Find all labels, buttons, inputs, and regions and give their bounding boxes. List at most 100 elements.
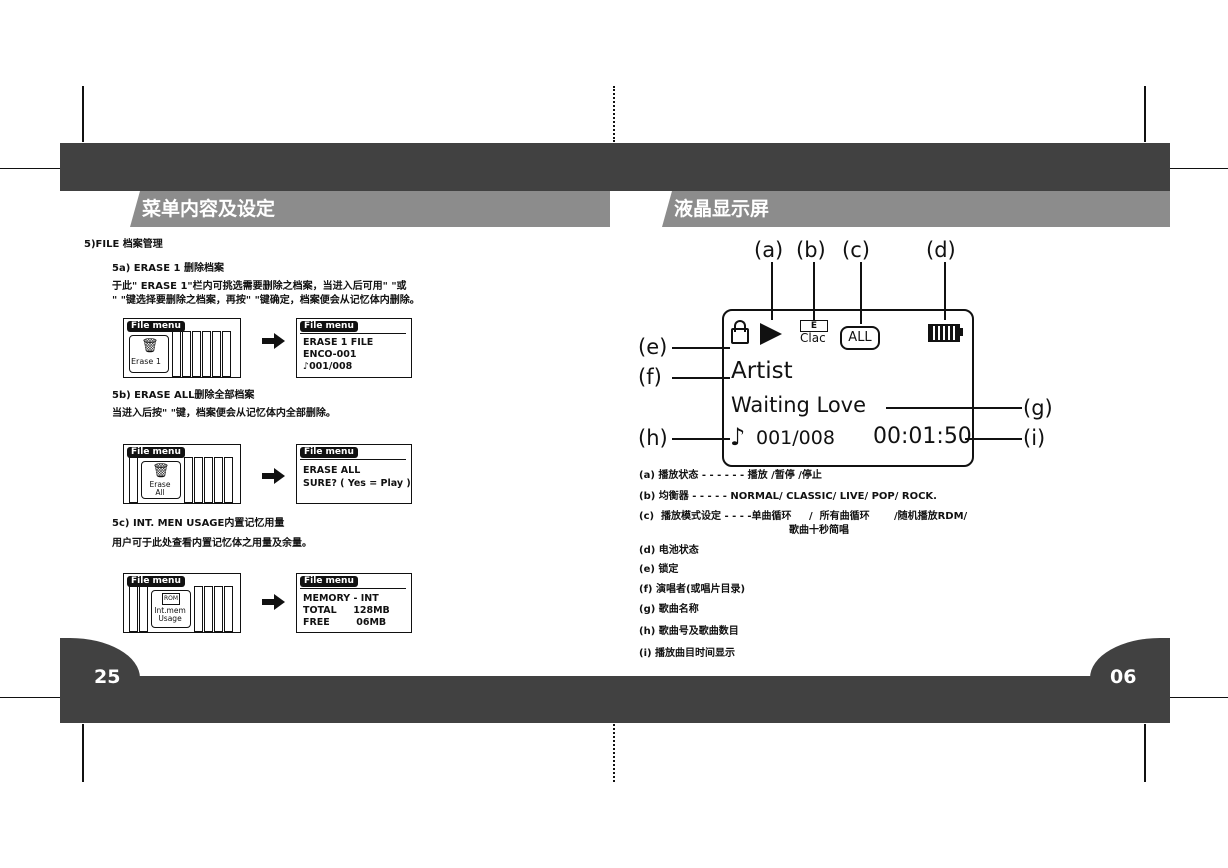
s5c-result-screen: File menu MEMORY - INT TOTAL 128MB FREE … [296,573,412,633]
main-lcd-display [722,309,974,467]
legend-h: (h) 歌曲号及歌曲数目 [639,626,739,637]
header-bullet [627,194,637,204]
selected-tile [129,335,169,373]
s5a-desc-line2: " "键选择要删除之档案，再按" "键确定，档案便会从记忆体内删除。 [112,295,420,306]
result-line: ♪001/008 [303,361,353,372]
menu-strip [139,586,148,632]
result-line: ENCO-001 [303,349,357,360]
s5a-desc-line1: 于此" ERASE 1"栏内可挑选需要删除之档案，当进入后可用" "或 [112,281,407,292]
leader-b [813,262,815,320]
leader-h [672,438,730,440]
lcd-divider [300,333,406,334]
legend-b: (b) 均衡器 - - - - - NORMAL/ CLASSIC/ LIVE/… [639,491,937,502]
crop-mark [0,168,60,169]
display-time: 00:01:50 [873,424,972,449]
section-title: 5)FILE 档案管理 [84,239,163,250]
left-header-title: 菜单内容及设定 [142,198,276,220]
leader-f [672,377,730,379]
leader-a [771,262,773,320]
legend-c2: 歌曲十秒简唱 [789,525,849,536]
header-bullet [96,194,106,204]
lcd-title: File menu [127,576,185,587]
crop-mark [82,724,84,782]
crop-mark [1170,697,1228,698]
result-line: SURE? ( Yes = Play ) [303,478,411,489]
arrow-head [274,468,285,484]
menu-strip [129,457,138,503]
leader-i [965,438,1022,440]
lcd-divider [300,588,406,589]
s5c-desc: 用户可于此处查看内置记忆体之用量及余量。 [112,538,312,549]
header-band-right [662,191,1170,227]
menu-strip [204,457,213,503]
result-line: MEMORY - INT [303,593,379,604]
music-note-icon: ♪ [730,423,746,451]
menu-strip [214,457,223,503]
lcd-divider [300,459,406,460]
footer-band [60,676,1170,723]
trash-all-icon: 🗑 [152,463,170,479]
label-f: (f) [638,365,662,389]
label-e: (e) [638,335,668,359]
legend-i: (i) 播放曲目时间显示 [639,648,736,659]
label-c: (c) [842,238,870,262]
legend-d: (d) 电池状态 [639,545,699,556]
label-d: (d) [926,238,956,262]
lcd-title: File menu [300,447,358,458]
s5c-title: 5c) INT. MEN USAGE内置记忆用量 [112,518,285,529]
menu-strip [204,586,213,632]
label-i: (i) [1023,426,1046,450]
result-line: FREE 06MB [303,617,387,628]
eq-icon: E [800,320,828,332]
s5a-title: 5a) ERASE 1 删除档案 [112,263,224,274]
s5b-title: 5b) ERASE ALL删除全部档案 [112,390,255,401]
battery-icon [928,324,960,342]
s5a-menu-screen: File menu 🗑 Erase 1 [123,318,241,378]
menu-item-label: Erase All [149,480,171,497]
legend-g: (g) 歌曲名称 [639,604,699,615]
menu-item-label: Erase 1 [131,357,161,366]
menu-strip [192,331,201,377]
fold-line [613,724,615,782]
legend-f: (f) 演唱者(或唱片目录) [639,584,746,595]
play-icon [760,323,782,345]
menu-strip [224,457,233,503]
arrow-right-icon [262,338,276,344]
selected-tile [151,590,191,628]
leader-c [860,262,862,324]
fold-line [613,86,615,142]
display-song: Waiting Love [731,393,867,417]
s5a-result-screen: File menu ERASE 1 FILE ENCO-001 ♪001/008 [296,318,412,378]
header-band [60,143,1170,191]
menu-strip [194,457,203,503]
arrow-head [274,333,285,349]
leader-d [944,262,946,320]
lock-shackle [734,320,746,332]
arrow-right-icon [262,473,276,479]
menu-strip [172,331,181,377]
display-artist: Artist [731,358,793,384]
s5b-result-screen: File menu ERASE ALL SURE? ( Yes = Play ) [296,444,412,504]
legend-e: (e) 锁定 [639,564,679,575]
menu-strip [214,586,223,632]
label-h: (h) [638,426,668,450]
menu-item-label: Int.mem Usage [154,606,186,623]
lcd-title: File menu [300,321,358,332]
leader-g [886,407,1022,409]
memory-chip-icon: ROM [162,593,180,605]
header-band-left [130,191,610,227]
left-page-number: 25 [94,666,121,688]
menu-strip [212,331,221,377]
s5c-menu-screen: File menu ROM Int.mem Usage [123,573,241,633]
menu-strip [184,457,193,503]
crop-mark [1144,86,1146,142]
result-line: TOTAL 128MB [303,605,390,616]
label-b: (b) [796,238,826,262]
menu-strip [222,331,231,377]
lcd-title: File menu [127,321,185,332]
repeat-all-icon: ALL [840,326,880,350]
eq-mode-label: Clac [800,331,826,345]
menu-strip [194,586,203,632]
result-line: ERASE 1 FILE [303,337,374,348]
lcd-title: File menu [127,447,185,458]
